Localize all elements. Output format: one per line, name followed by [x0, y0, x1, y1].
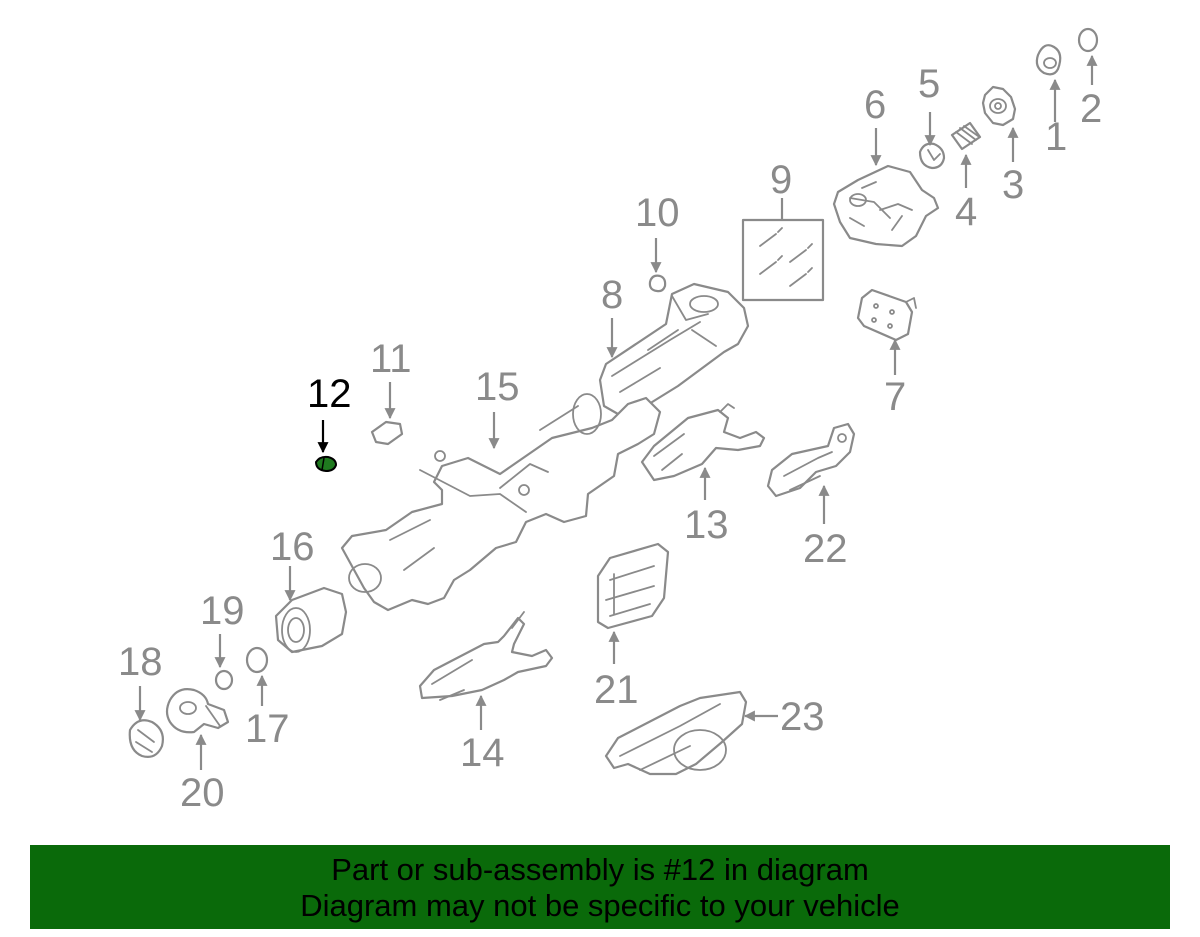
label-20: 20 [180, 771, 225, 815]
part-12-callout: 12 [307, 372, 352, 454]
label-2: 2 [1080, 87, 1102, 131]
part-1-callout: 1 [1045, 78, 1067, 159]
part-3-gear-cap [981, 85, 1017, 127]
part-7-bracket-plate [856, 288, 917, 342]
label-13: 13 [684, 503, 729, 547]
part-14-callout: 14 [460, 694, 505, 775]
label-14: 14 [460, 731, 505, 775]
part-17-o-ring [245, 646, 269, 674]
part-9-bolt-kit [741, 218, 825, 302]
part-13-switch-lever [640, 403, 766, 482]
part-23-lower-cover [604, 690, 748, 776]
part-6-callout: 6 [864, 83, 886, 167]
label-5: 5 [918, 62, 940, 106]
part-21-callout: 21 [594, 630, 639, 712]
banner-line-1: Part or sub-assembly is #12 in diagram [331, 852, 869, 887]
label-10: 10 [635, 191, 680, 235]
label-1: 1 [1045, 115, 1067, 159]
label-7: 7 [884, 375, 906, 419]
label-4: 4 [955, 190, 977, 234]
notice-banner: Part or sub-assembly is #12 in diagram D… [30, 845, 1170, 929]
part-21-control-module [596, 542, 670, 630]
label-3: 3 [1002, 163, 1024, 207]
part-19-callout: 19 [200, 589, 245, 669]
part-18-clamp [128, 719, 164, 758]
label-17: 17 [245, 707, 290, 751]
part-16-tube-end [274, 586, 348, 654]
part-6-lock-housing [832, 164, 940, 248]
label-21: 21 [594, 668, 639, 712]
part-5-callout: 5 [918, 62, 940, 147]
part-15-steering-column [340, 393, 662, 612]
part-4-spring [950, 121, 982, 151]
part-22-bracket [766, 422, 856, 498]
part-13-callout: 13 [684, 466, 729, 547]
label-22: 22 [803, 527, 848, 571]
label-12: 12 [307, 372, 352, 416]
parts-diagram: 1 2 3 4 5 6 [118, 27, 1102, 815]
part-15-callout: 15 [475, 365, 520, 450]
label-23: 23 [780, 695, 825, 739]
part-19-o-ring [214, 669, 234, 691]
part-7-callout: 7 [884, 338, 906, 419]
banner-line-2: Diagram may not be specific to your vehi… [300, 888, 900, 923]
part-11-cap [370, 420, 404, 446]
part-11-callout: 11 [370, 337, 412, 420]
part-20-flange-joint [165, 688, 230, 734]
label-8: 8 [601, 273, 623, 317]
label-16: 16 [270, 525, 315, 569]
part-8-callout: 8 [601, 273, 623, 359]
part-10-callout: 10 [635, 191, 680, 274]
part-12-bushing-highlighted[interactable] [314, 455, 338, 473]
label-9: 9 [770, 158, 792, 202]
part-16-callout: 16 [270, 525, 315, 602]
part-2-callout: 2 [1080, 54, 1102, 131]
part-2-o-ring [1077, 27, 1099, 53]
label-11: 11 [370, 337, 412, 381]
part-10-plug [648, 274, 667, 293]
part-23-callout: 23 [743, 695, 825, 739]
part-18-callout: 18 [118, 640, 163, 722]
label-6: 6 [864, 83, 886, 127]
label-18: 18 [118, 640, 163, 684]
part-9-callout: 9 [770, 158, 792, 220]
part-5-bushing [918, 142, 946, 170]
label-15: 15 [475, 365, 520, 409]
part-3-callout: 3 [1002, 126, 1024, 207]
part-14-wiper-lever [418, 611, 554, 701]
part-22-callout: 22 [803, 484, 848, 571]
label-19: 19 [200, 589, 245, 633]
part-4-callout: 4 [955, 153, 977, 234]
part-20-callout: 20 [180, 733, 225, 815]
part-17-callout: 17 [245, 674, 290, 751]
part-1-clip-ring [1035, 44, 1062, 76]
